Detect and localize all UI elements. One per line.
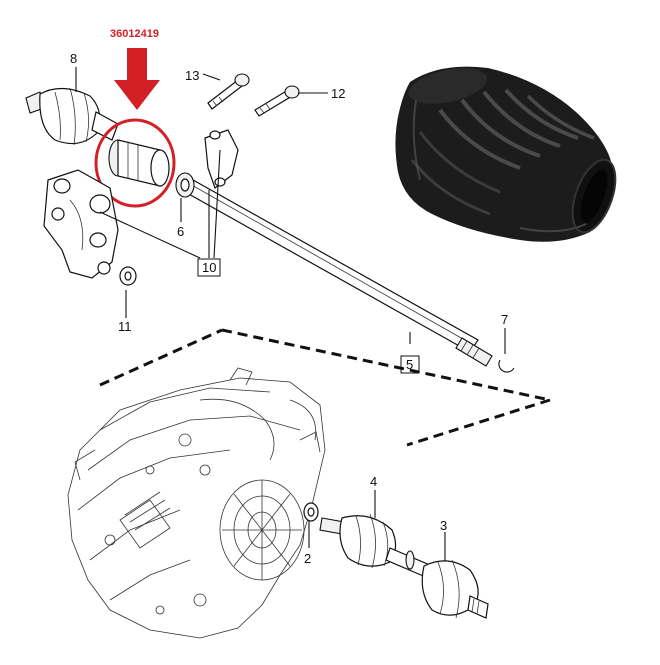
drive-shaft <box>177 175 493 367</box>
callout-13: 13 <box>185 68 199 83</box>
dashed-reference-lines <box>99 328 551 447</box>
inner-cv-joint-part-4 <box>319 513 397 569</box>
bearing-bracket <box>43 169 119 279</box>
callout-10: 10 <box>202 260 216 275</box>
support-bracket <box>204 129 239 189</box>
part-number-label: 36012419 <box>110 28 159 40</box>
highlight-circle <box>94 118 176 208</box>
rubber-boot-photo <box>395 66 617 242</box>
bolt-part-12 <box>254 85 300 117</box>
bolt-part-13 <box>207 73 250 110</box>
cv-joint-part-8 <box>25 87 119 146</box>
callout-6: 6 <box>177 224 184 239</box>
callout-7: 7 <box>501 312 508 327</box>
callout-8: 8 <box>70 51 77 66</box>
callout-12: 12 <box>331 86 345 101</box>
seal-part-2 <box>303 502 319 522</box>
callout-5: 5 <box>406 357 413 372</box>
transmission-sketch <box>67 367 326 639</box>
circlip-part-7 <box>498 359 515 373</box>
inner-boot-housing <box>108 139 170 187</box>
callout-3: 3 <box>440 518 447 533</box>
callout-11: 11 <box>118 319 132 334</box>
callout-2: 2 <box>304 551 311 566</box>
callout-10-box <box>197 258 221 277</box>
washer-part-11 <box>119 266 137 286</box>
outer-cv-joint-part-3 <box>421 559 489 619</box>
highlight-arrow <box>114 48 160 110</box>
callout-5-box <box>400 355 420 374</box>
callout-4: 4 <box>370 474 377 489</box>
